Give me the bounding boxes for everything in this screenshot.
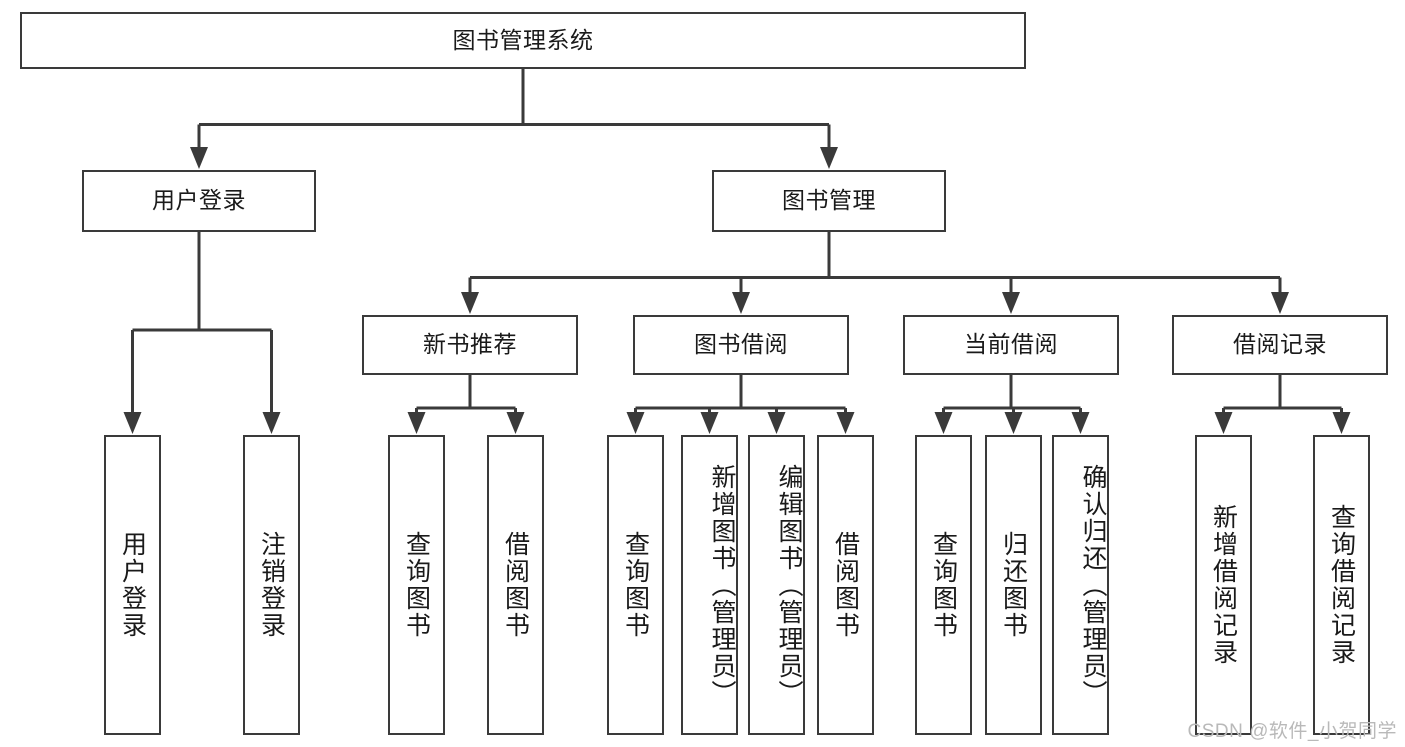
node-book-management[interactable]: 图书管理 bbox=[712, 170, 946, 232]
node-current-borrow-label: 当前借阅 bbox=[964, 331, 1058, 358]
leaf-add-book[interactable]: 新增图书（管理员） bbox=[681, 435, 738, 735]
leaf-query-book-1[interactable]: 查询图书 bbox=[388, 435, 445, 735]
leaf-logout[interactable]: 注销登录 bbox=[243, 435, 300, 735]
leaf-user-login-label: 用户登录 bbox=[118, 531, 147, 639]
leaf-query-book-2-label: 查询图书 bbox=[621, 531, 650, 639]
node-root-label: 图书管理系统 bbox=[452, 26, 594, 53]
leaf-add-borrow-record[interactable]: 新增借阅记录 bbox=[1195, 435, 1252, 735]
node-book-management-label: 图书管理 bbox=[782, 187, 876, 214]
leaf-logout-label: 注销登录 bbox=[257, 531, 286, 639]
node-root[interactable]: 图书管理系统 bbox=[20, 12, 1026, 69]
leaf-user-login[interactable]: 用户登录 bbox=[104, 435, 161, 735]
leaf-confirm-return[interactable]: 确认归还（管理员） bbox=[1052, 435, 1109, 735]
node-book-borrow[interactable]: 图书借阅 bbox=[633, 315, 849, 375]
leaf-borrow-book-2[interactable]: 借阅图书 bbox=[817, 435, 874, 735]
leaf-add-book-label: 新增图书（管理员） bbox=[708, 463, 736, 707]
leaf-borrow-book-1[interactable]: 借阅图书 bbox=[487, 435, 544, 735]
leaf-return-book[interactable]: 归还图书 bbox=[985, 435, 1042, 735]
leaf-query-book-3-label: 查询图书 bbox=[929, 531, 958, 639]
leaf-query-book-2[interactable]: 查询图书 bbox=[607, 435, 664, 735]
leaf-query-borrow-record[interactable]: 查询借阅记录 bbox=[1313, 435, 1370, 735]
watermark: CSDN @软件_小贺同学 bbox=[1187, 721, 1397, 742]
leaf-query-book-3[interactable]: 查询图书 bbox=[915, 435, 972, 735]
node-borrow-record[interactable]: 借阅记录 bbox=[1172, 315, 1388, 375]
leaf-edit-book[interactable]: 编辑图书（管理员） bbox=[748, 435, 805, 735]
node-book-borrow-label: 图书借阅 bbox=[694, 331, 788, 358]
leaf-edit-book-label: 编辑图书（管理员） bbox=[775, 463, 803, 707]
leaf-query-borrow-record-label: 查询借阅记录 bbox=[1327, 504, 1356, 666]
leaf-borrow-book-2-label: 借阅图书 bbox=[831, 531, 860, 639]
node-user-login[interactable]: 用户登录 bbox=[82, 170, 316, 232]
node-new-book-recommend-label: 新书推荐 bbox=[423, 331, 517, 358]
leaf-return-book-label: 归还图书 bbox=[999, 531, 1028, 639]
node-current-borrow[interactable]: 当前借阅 bbox=[903, 315, 1119, 375]
leaf-borrow-book-1-label: 借阅图书 bbox=[501, 531, 530, 639]
node-borrow-record-label: 借阅记录 bbox=[1233, 331, 1327, 358]
leaf-confirm-return-label: 确认归还（管理员） bbox=[1079, 463, 1107, 707]
leaf-add-borrow-record-label: 新增借阅记录 bbox=[1209, 504, 1238, 666]
leaf-query-book-1-label: 查询图书 bbox=[402, 531, 431, 639]
node-user-login-label: 用户登录 bbox=[152, 187, 246, 214]
node-new-book-recommend[interactable]: 新书推荐 bbox=[362, 315, 578, 375]
